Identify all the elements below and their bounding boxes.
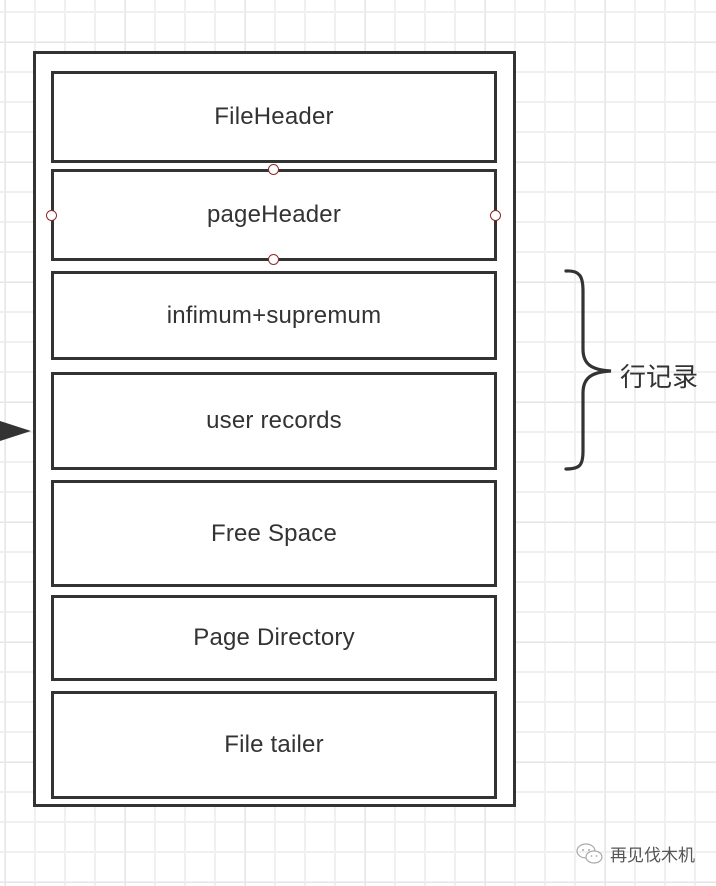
block-page-header[interactable]: pageHeader <box>51 169 497 261</box>
block-file-header[interactable]: FileHeader <box>51 71 497 163</box>
block-user-records[interactable]: user records <box>51 372 497 470</box>
block-label: user records <box>206 407 342 434</box>
resize-handle-right[interactable] <box>490 210 501 221</box>
block-label: File tailer <box>224 731 324 758</box>
arrow-head-icon[interactable] <box>0 421 31 441</box>
resize-handle-bottom[interactable] <box>268 254 279 265</box>
wechat-icon <box>576 842 603 864</box>
block-page-directory[interactable]: Page Directory <box>51 595 497 681</box>
block-label: pageHeader <box>206 201 342 228</box>
block-label: FileHeader <box>214 103 334 130</box>
curly-brace-icon[interactable] <box>560 265 620 475</box>
block-infimum-supremum[interactable]: infimum+supremum <box>51 271 497 360</box>
block-label: Free Space <box>210 519 338 547</box>
brace-label: 行记录 <box>620 363 699 393</box>
block-label: Page Directory <box>193 624 355 651</box>
block-free-space[interactable]: Free Space <box>51 480 497 587</box>
watermark: 再见伐木机 <box>575 841 695 866</box>
block-file-tailer[interactable]: File tailer <box>51 691 497 799</box>
watermark-text: 再见伐木机 <box>610 846 695 866</box>
block-label: infimum+supremum <box>166 301 382 329</box>
resize-handle-top[interactable] <box>268 164 279 175</box>
resize-handle-left[interactable] <box>46 210 57 221</box>
